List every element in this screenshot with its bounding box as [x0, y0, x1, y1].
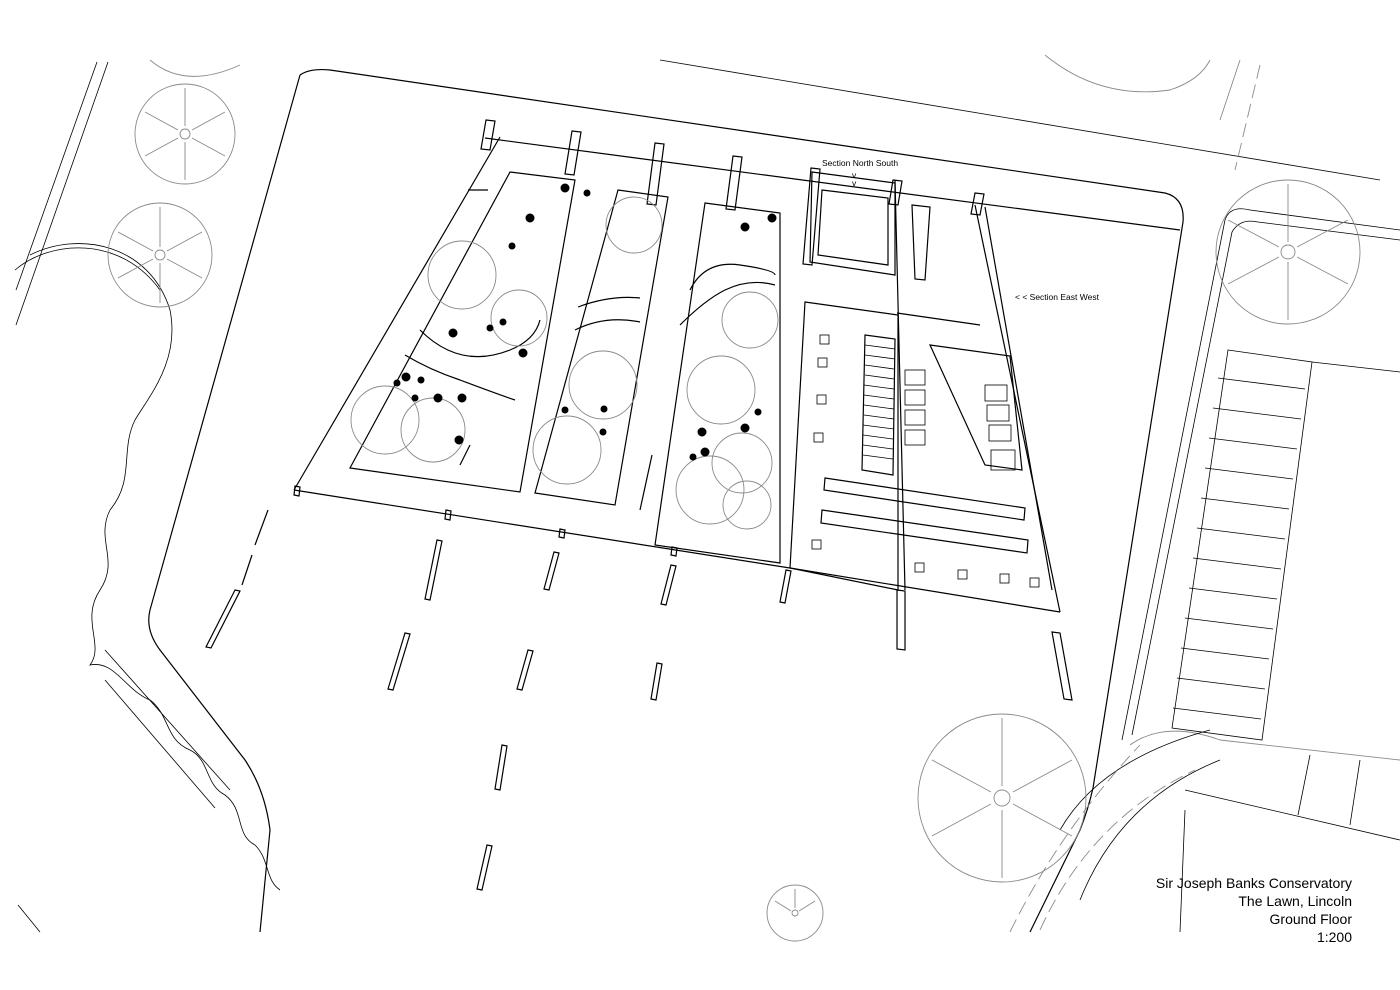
scale-label: 1:200: [1316, 929, 1352, 945]
top-road: [659, 59, 1381, 181]
right-parking: [1009, 208, 1400, 933]
site-trees: [107, 54, 1361, 942]
site-boundary: [299, 68, 1184, 933]
section-ns-marker: v: [852, 178, 857, 188]
section-east-west-label: < < Section East West: [1015, 292, 1100, 302]
conservatory-building: [293, 119, 1181, 613]
section-ns-marker: v: [852, 170, 857, 180]
title-block: Sir Joseph Banks Conservatory The Lawn, …: [1156, 874, 1352, 946]
hedge-outline: [29, 243, 281, 891]
floor-label: Ground Floor: [1269, 911, 1352, 927]
project-location: The Lawn, Lincoln: [1238, 893, 1352, 909]
section-north-south-label: Section North South: [822, 158, 898, 168]
car-park-markings: [205, 509, 1073, 891]
left-lane: [15, 61, 231, 933]
project-title: Sir Joseph Banks Conservatory: [1155, 875, 1352, 891]
